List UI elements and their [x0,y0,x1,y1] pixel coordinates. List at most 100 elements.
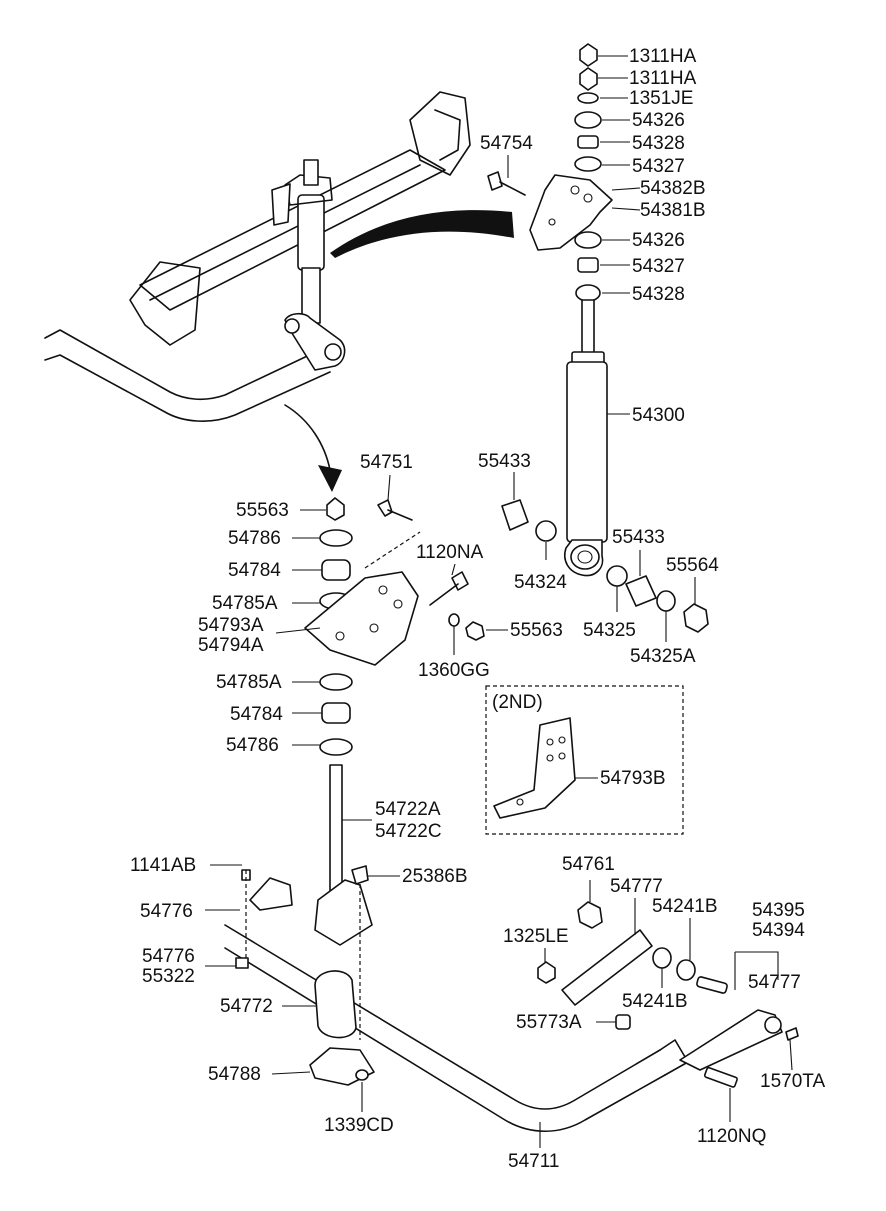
callout-label: 54772 [220,996,273,1017]
callout-label: 54324 [514,572,567,593]
callout-label: 54754 [480,133,533,154]
washer-54324 [535,520,557,542]
callout-arrow-shock [330,210,514,258]
callout-label: 54785A [216,672,282,693]
callout-label: 54325 [583,620,636,641]
callout-label: 54382B [640,178,706,199]
bushing-55433-left [501,499,529,531]
nut-55773a [615,1014,631,1030]
washer-54325a [656,590,676,612]
callout-label: 54788 [208,1064,261,1085]
callout-label: 54776 [142,946,195,967]
callout-label: 1120NA [416,542,484,563]
callout-arrow-bracket [318,465,342,492]
callout-label: 55433 [612,527,665,548]
callout-label: 1141AB [130,855,196,876]
bushing-54784-top [321,559,351,581]
callout-label: 54327 [632,256,685,277]
link-bracket-stack [304,497,485,946]
callout-label: 54777 [610,876,663,897]
callout-label: 55773A [516,1012,582,1033]
screw-1570ta [785,1027,799,1041]
nut-55322 [235,957,249,969]
callout-label: 54777 [748,972,801,993]
shock-eye [570,544,600,570]
callout-label: 54722C [375,821,442,842]
retainer-54328-top [577,135,599,149]
callout-label: 1311HA [629,68,697,89]
callout-label: 1325LE [503,926,569,947]
callout-label: 54394 [752,920,805,941]
callout-label: 54786 [226,735,279,756]
callout-label: 54241B [652,896,718,917]
washer-54325 [606,565,628,587]
frame-overview-illustration [44,91,471,422]
clamp-54776 [249,877,293,911]
nut-55563-top [326,497,345,521]
callout-label: 54325A [630,646,696,667]
callout-label: 54784 [228,560,281,581]
callout-label: 54300 [632,405,685,426]
nut-55564 [683,603,709,633]
callout-label: 54751 [360,452,413,473]
inset-2nd-variant [485,685,684,835]
bushing-54784-lower [321,702,351,724]
washer-54786-lower [319,738,353,756]
washer-1351je [577,92,599,104]
callout-label: 1120NQ [697,1126,766,1147]
inset-frame [485,685,684,835]
callout-label: 54327 [632,156,685,177]
shock-rod [581,299,595,359]
callout-label: 54722A [375,799,441,820]
bracket-54793a [304,571,419,666]
callout-label: 54711 [508,1151,559,1172]
callout-label: 55563 [510,620,563,641]
callout-label: 54761 [562,854,615,875]
callout-label: 25386B [402,866,468,887]
shock-absorber-stack [487,43,709,633]
callout-label: 54785A [212,593,278,614]
overview-shock-body [297,194,325,271]
callout-label: 54395 [752,900,805,921]
nut-55563-side [465,621,485,641]
washer-54785a-lower [319,673,353,691]
callout-label: 54786 [228,528,281,549]
washer-54327-lower [577,257,599,273]
overview-shock-top [303,159,319,186]
callout-label: 1360GG [418,660,490,681]
leader-lines [205,55,793,1148]
callout-label: 54326 [632,230,685,251]
callout-label: 54328 [632,133,685,154]
callout-label: 54241B [622,991,688,1012]
callout-label: 54328 [632,284,685,305]
callout-label: 54381B [640,200,706,221]
callout-label: 55322 [142,966,195,987]
bushing-54772 [314,970,357,1039]
callout-label: 54326 [632,110,685,131]
callout-label: 54776 [140,901,193,922]
callout-label: 1339CD [324,1115,394,1136]
callout-label: 1570TA [760,1071,825,1092]
washer-54786-top [319,529,353,547]
callout-label: 55433 [478,451,531,472]
bracket-54793b [493,717,576,819]
nut-1325le [537,961,556,984]
bolt-25386b [351,865,369,885]
callout-label: 55564 [666,555,719,576]
callout-label: 54784 [230,704,283,725]
stabilizer-bar-assembly [224,865,799,1133]
callout-label: 1351JE [629,88,693,109]
bolt-1120nq [703,1066,738,1088]
shock-bracket-54381b [529,174,613,251]
callout-label: 54794A [198,635,264,656]
retainer-54328-lower [575,284,601,302]
nut-1339cd [355,1069,369,1081]
washer-54327-top [574,156,602,172]
callout-labels: 1311HA 1311HA 1351JE 54326 54328 54754 5… [130,46,825,1172]
bushing-55433-right [625,575,657,607]
callout-label: 1311HA [629,46,697,67]
shock-54300-body [566,361,608,543]
nut-1311ha-a [579,43,598,67]
